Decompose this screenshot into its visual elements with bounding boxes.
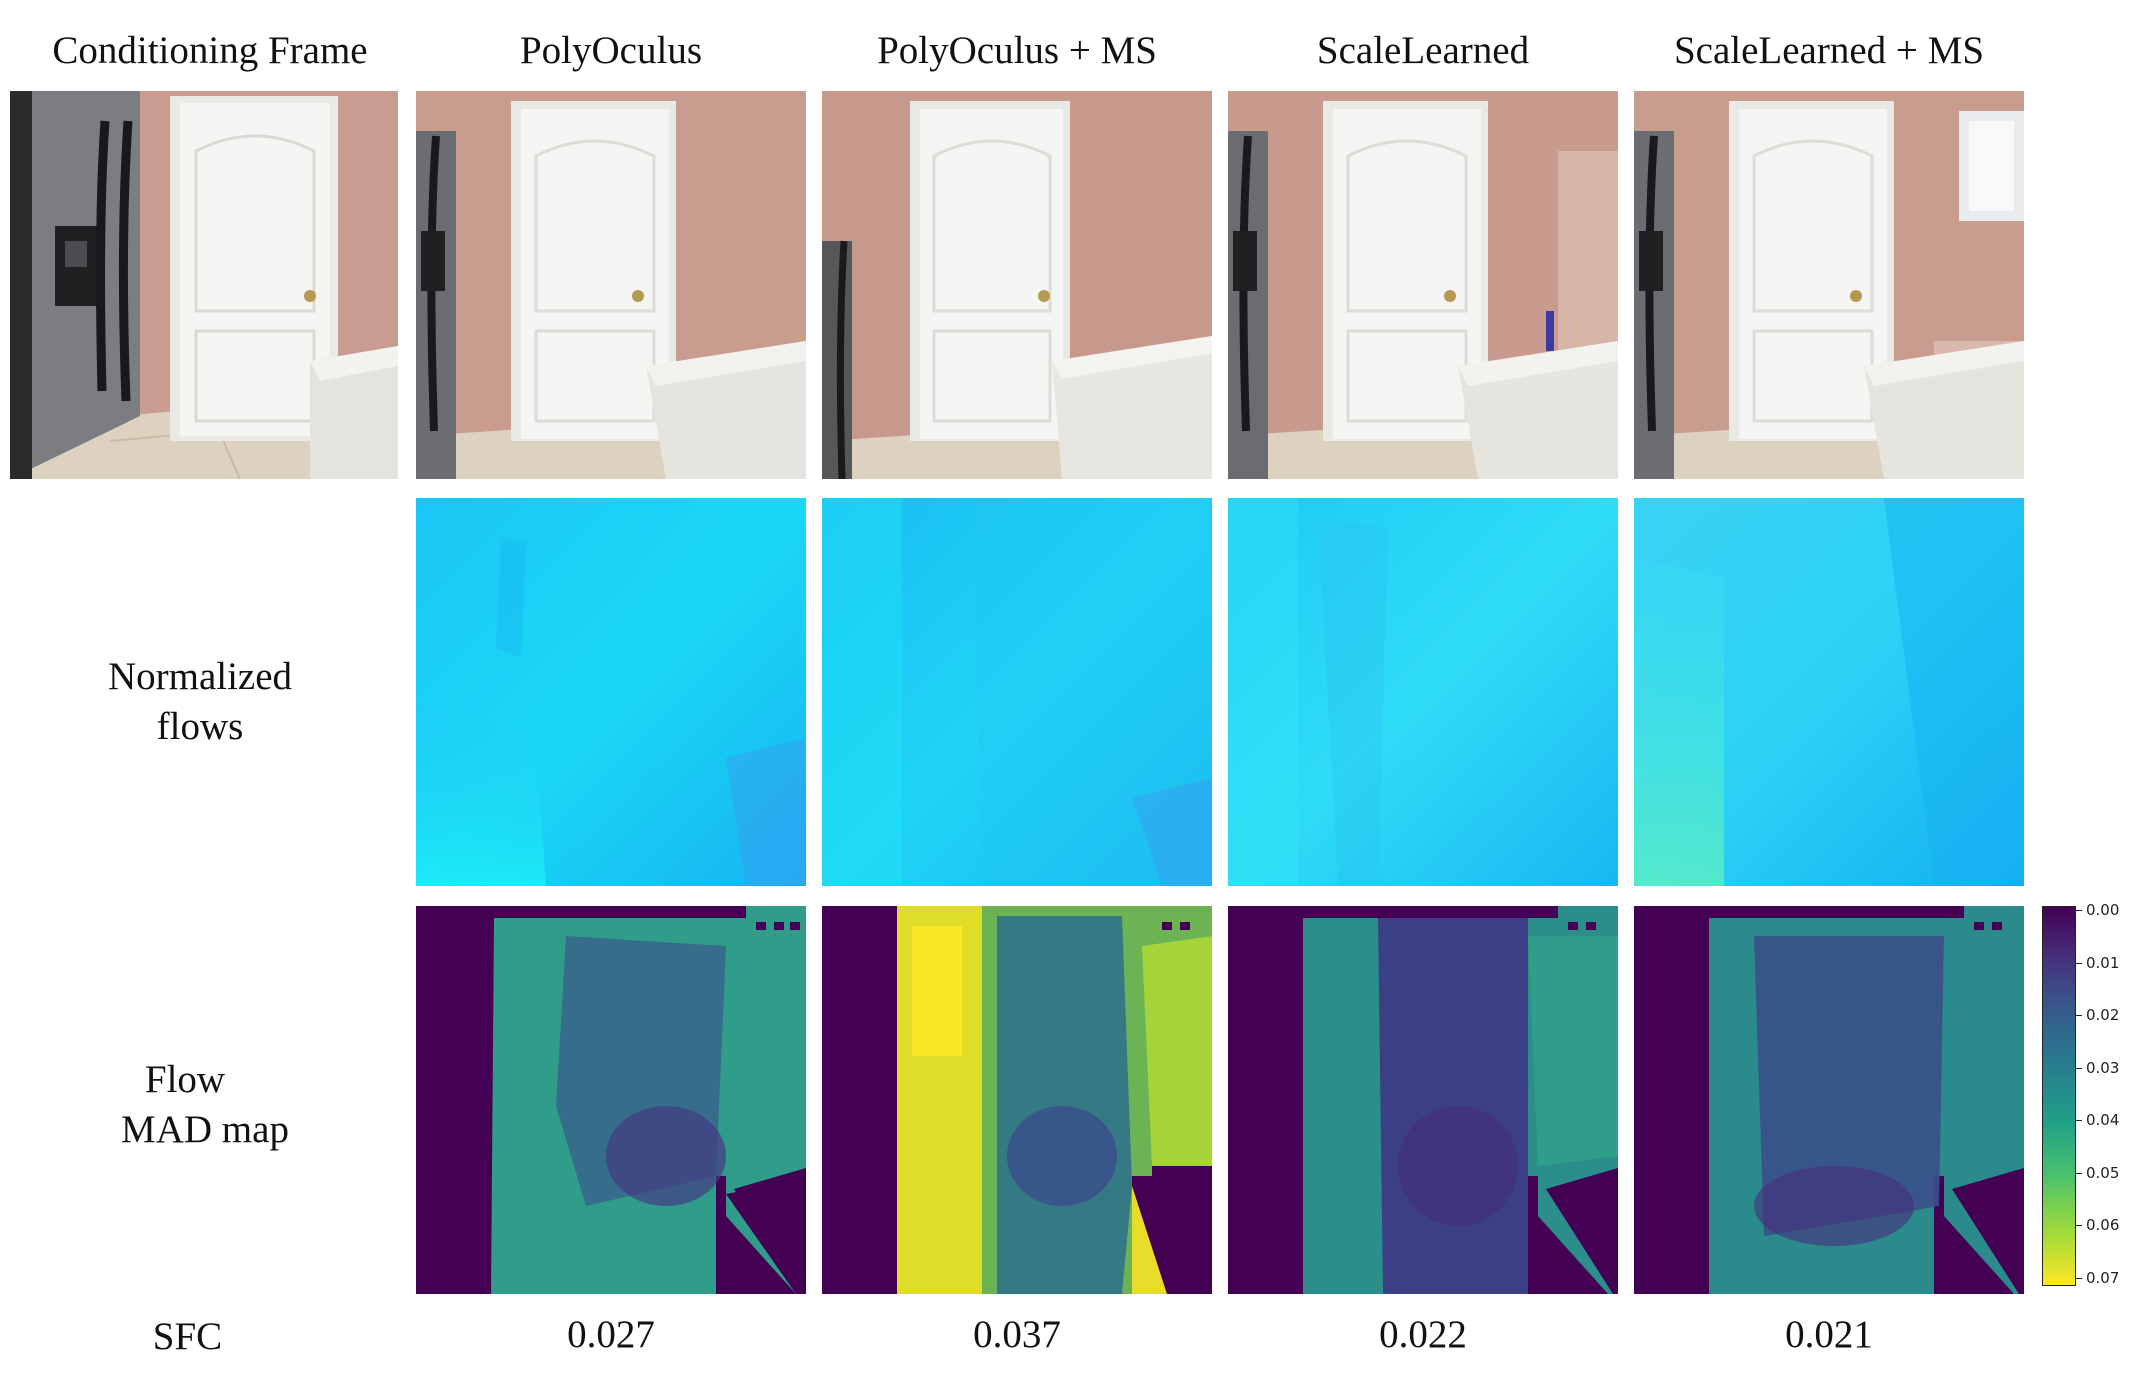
colorbar-tick-mark [2076, 962, 2082, 964]
scalelearned-mad-map [1228, 906, 1618, 1294]
conditioning-frame-image [10, 91, 398, 479]
polyoculus-ms-generated-image [822, 91, 1212, 479]
sfc-value-scalelearned-ms: 0.021 [1785, 1313, 1873, 1356]
colorbar-tick-label: 0.00 [2086, 901, 2120, 919]
colorbar-tick-mark [2076, 1278, 2082, 1279]
colorbar-tick-label: 0.03 [2086, 1058, 2120, 1077]
scalelearned-flow-map [1228, 498, 1618, 886]
sfc-value-polyoculus: 0.027 [567, 1313, 655, 1356]
colorbar-tick-mark [2076, 910, 2082, 911]
scalelearned-ms-flow-map [1634, 498, 2024, 886]
colorbar-tick-mark [2076, 1172, 2082, 1174]
column-title-scalelearned: ScaleLearned [1316, 29, 1530, 72]
column-title-polyoculus: PolyOculus [519, 29, 702, 72]
scalelearned-generated-image [1228, 91, 1618, 479]
colorbar-tick-label: 0.05 [2086, 1163, 2120, 1182]
row-label-normalized-flows: Normalized flows [60, 652, 340, 752]
column-title-conditioning-frame: Conditioning Frame [52, 29, 368, 72]
column-title-scalelearned-ms: ScaleLearned + MS [1673, 29, 1985, 72]
sfc-label: SFC [152, 1315, 223, 1358]
colorbar-tick-mark [2076, 1015, 2082, 1017]
colorbar-tick-mark [2076, 1225, 2082, 1227]
sfc-value-polyoculus-ms: 0.037 [973, 1313, 1061, 1356]
mad-colorbar [2042, 906, 2076, 1286]
row-label-normalized-flows-line2: flows [156, 705, 244, 748]
colorbar-tick-mark [2076, 1120, 2082, 1122]
column-title-polyoculus-ms: PolyOculus + MS [877, 29, 1157, 72]
colorbar-tick-label: 0.01 [2086, 953, 2120, 972]
colorbar-tick-label: 0.04 [2086, 1111, 2120, 1130]
colorbar-tick-mark [2076, 1067, 2082, 1069]
row-label-flow-mad-map-line2: MAD map [121, 1108, 289, 1151]
sfc-value-scalelearned: 0.022 [1379, 1313, 1467, 1356]
scalelearned-ms-mad-map [1634, 906, 2024, 1294]
polyoculus-mad-map [416, 906, 806, 1294]
row-label-flow-mad-map: Flow MAD map [60, 1055, 340, 1155]
row-label-normalized-flows-line1: Normalized [107, 655, 293, 698]
polyoculus-ms-mad-map [822, 906, 1212, 1294]
polyoculus-ms-flow-map [822, 498, 1212, 886]
scalelearned-ms-generated-image [1634, 91, 2024, 479]
polyoculus-flow-map [416, 498, 806, 886]
colorbar-tick-label: 0.07 [2086, 1269, 2120, 1287]
row-label-flow-mad-map-line1: Flow [144, 1058, 226, 1101]
colorbar-tick-label: 0.02 [2086, 1006, 2120, 1025]
polyoculus-generated-image [416, 91, 806, 479]
colorbar-tick-label: 0.06 [2086, 1216, 2120, 1235]
